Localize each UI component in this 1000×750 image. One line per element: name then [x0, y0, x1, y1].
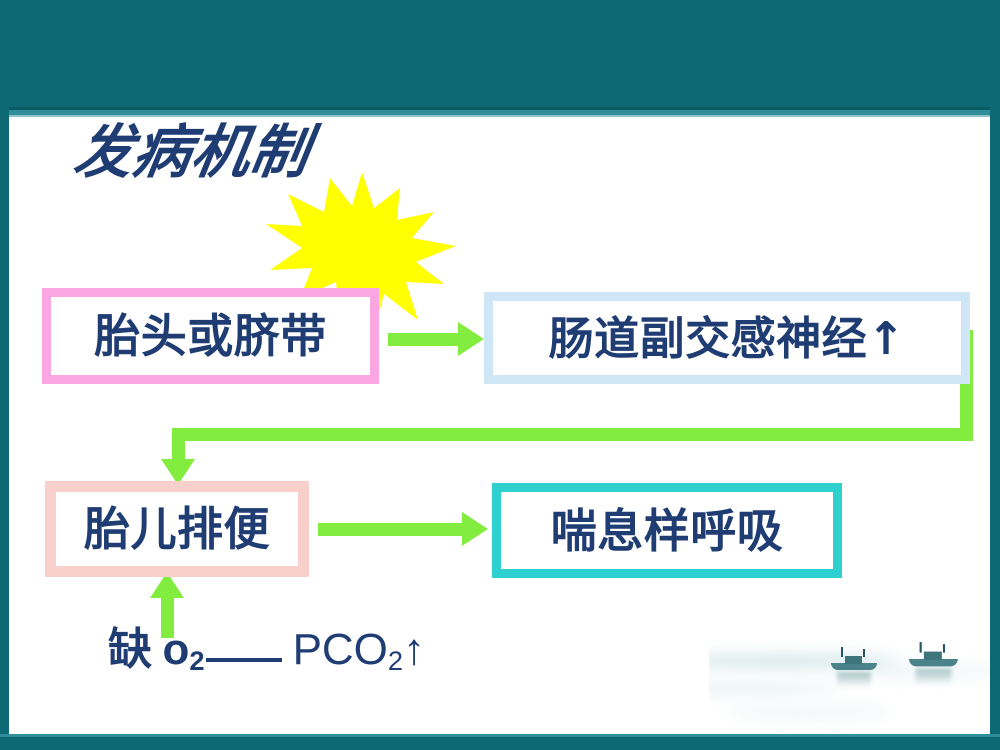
formula-term-o2: o2 [162, 625, 205, 675]
header-accent-pale [0, 115, 1000, 117]
edge-head-to-parasympathetic-arrowhead-icon [458, 322, 484, 356]
header-accent-dark [0, 107, 1000, 110]
frame-bottom-accent [0, 734, 1000, 737]
formula-cjk-prefix: 缺 [108, 624, 153, 675]
edge-meconium-to-gasping-arrowhead-icon [462, 512, 488, 546]
node-gasping-respiration[interactable]: 喘息样呼吸 [492, 483, 842, 578]
edge-head-to-parasympathetic-shaft [388, 333, 462, 346]
header-band [0, 0, 1000, 107]
frame-right-border [990, 0, 1000, 750]
fishing-boats-watermark-icon [709, 607, 990, 733]
node-label: 喘息样呼吸 [550, 503, 784, 558]
node-label: 胎儿排便 [84, 502, 270, 556]
formula-separator-rule [205, 658, 282, 662]
page-title: 发病机制 [69, 118, 315, 186]
formula-term-pco2: PCO2↑ [292, 625, 426, 675]
edge-parasympathetic-to-meconium-arrowhead-icon [161, 459, 195, 485]
edge-parasympathetic-to-meconium-segment-drop [172, 428, 185, 464]
node-label: 肠道副交感神经↑ [548, 311, 906, 365]
edge-formula-to-meconium-shaft [161, 592, 174, 638]
formula-term2-sub: 2 [387, 645, 404, 676]
header-accent-light [0, 110, 1000, 115]
frame-left-border [0, 0, 9, 750]
node-fetal-meconium[interactable]: 胎儿排便 [45, 481, 309, 577]
formula-trend-up-icon: ↑ [403, 625, 426, 674]
formula-term2-base: PCO [292, 625, 388, 674]
starburst-explosion-icon [266, 172, 456, 324]
node-label: 胎头或脐带 [94, 309, 327, 363]
hypoxia-formula: 缺 o2 PCO2↑ [108, 624, 426, 675]
formula-term1-sub: 2 [189, 645, 205, 676]
node-fetal-head-or-cord[interactable]: 胎头或脐带 [42, 288, 379, 384]
edge-meconium-to-gasping-shaft [318, 523, 466, 536]
edge-parasympathetic-to-meconium-segment-left [172, 428, 973, 441]
frame-bottom-border [0, 737, 1000, 750]
node-intestinal-parasympathetic[interactable]: 肠道副交感神经↑ [484, 292, 970, 384]
formula-term1-base: o [162, 625, 190, 674]
